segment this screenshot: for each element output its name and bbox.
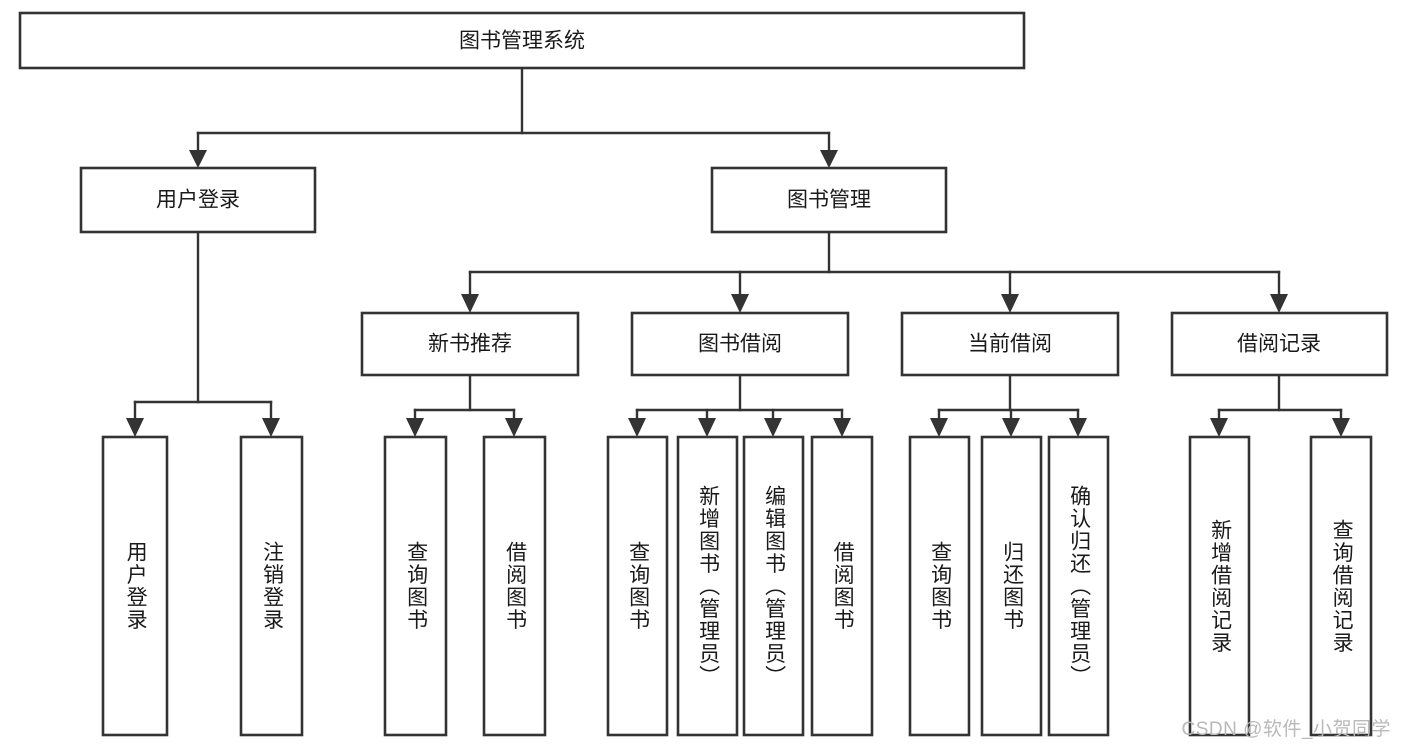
leaf-box-query-book-3[interactable] — [908, 435, 971, 737]
arrow-head-leaf-query-book-1 — [406, 418, 424, 437]
arrow-head-leaf-query-book-2 — [628, 418, 646, 437]
leaf-box-add-book[interactable] — [676, 435, 739, 737]
connector-layer — [126, 66, 1350, 437]
arrow-head-leaf-query-book-3 — [930, 418, 948, 437]
node-book-manage-label: 图书管理 — [787, 189, 871, 212]
arrow-head-borrow-record — [1270, 294, 1288, 313]
node-book-borrow[interactable] — [630, 311, 850, 377]
arrow-head-book-borrow — [731, 294, 749, 313]
node-borrow-record-label: 借阅记录 — [1237, 333, 1321, 356]
arrow-head-book-manage — [820, 150, 838, 168]
arrow-head-leaf-user-login — [126, 418, 144, 437]
arrow-head-leaf-borrow-book-1 — [505, 418, 523, 437]
leaf-box-edit-book[interactable] — [742, 435, 805, 737]
arrow-head-leaf-confirm-return — [1069, 418, 1087, 437]
arrow-head-leaf-borrow-book-2 — [833, 418, 851, 437]
csdn-watermark: CSDN @软件_小贺同学 — [1181, 719, 1391, 740]
arrow-head-leaf-query-record — [1332, 418, 1350, 437]
leaf-box-borrow-book-2[interactable] — [810, 435, 874, 737]
node-layer: 图书管理系统 用户登录 图书管理 新书推荐 图书借阅 当前借阅 借阅记录 — [18, 11, 1389, 737]
node-user-login[interactable] — [79, 166, 317, 234]
leaf-box-query-book-1[interactable] — [383, 435, 448, 737]
node-new-book-recommend-label: 新书推荐 — [428, 333, 512, 356]
node-root-label: 图书管理系统 — [459, 30, 585, 53]
arrow-head-leaf-add-record — [1210, 418, 1228, 437]
node-book-manage[interactable] — [710, 166, 948, 234]
leaf-box-logout[interactable] — [239, 435, 304, 737]
arrow-head-current-borrow — [1001, 294, 1019, 313]
node-user-login-label: 用户登录 — [156, 189, 240, 212]
node-current-borrow[interactable] — [900, 311, 1120, 377]
arrow-head-leaf-add-book — [698, 418, 716, 437]
node-book-borrow-label: 图书借阅 — [698, 333, 782, 356]
arrow-head-user-login — [189, 150, 207, 168]
arrow-head-leaf-logout — [262, 418, 280, 437]
arrow-head-leaf-edit-book — [764, 418, 782, 437]
leaf-box-confirm-return[interactable] — [1047, 435, 1110, 737]
node-current-borrow-label: 当前借阅 — [968, 333, 1052, 356]
leaf-box-borrow-book-1[interactable] — [482, 435, 547, 737]
node-borrow-record[interactable] — [1170, 311, 1389, 377]
arrow-head-new-book — [461, 294, 479, 313]
leaf-box-user-login[interactable] — [101, 435, 169, 737]
node-new-book-recommend[interactable] — [360, 311, 580, 377]
node-root[interactable] — [18, 11, 1026, 70]
leaf-box-query-book-2[interactable] — [606, 435, 669, 737]
leaf-box-query-record[interactable] — [1309, 435, 1373, 737]
arrow-head-leaf-return-book — [1002, 418, 1020, 437]
leaf-box-return-book[interactable] — [980, 435, 1043, 737]
leaf-box-add-record[interactable] — [1188, 435, 1251, 737]
